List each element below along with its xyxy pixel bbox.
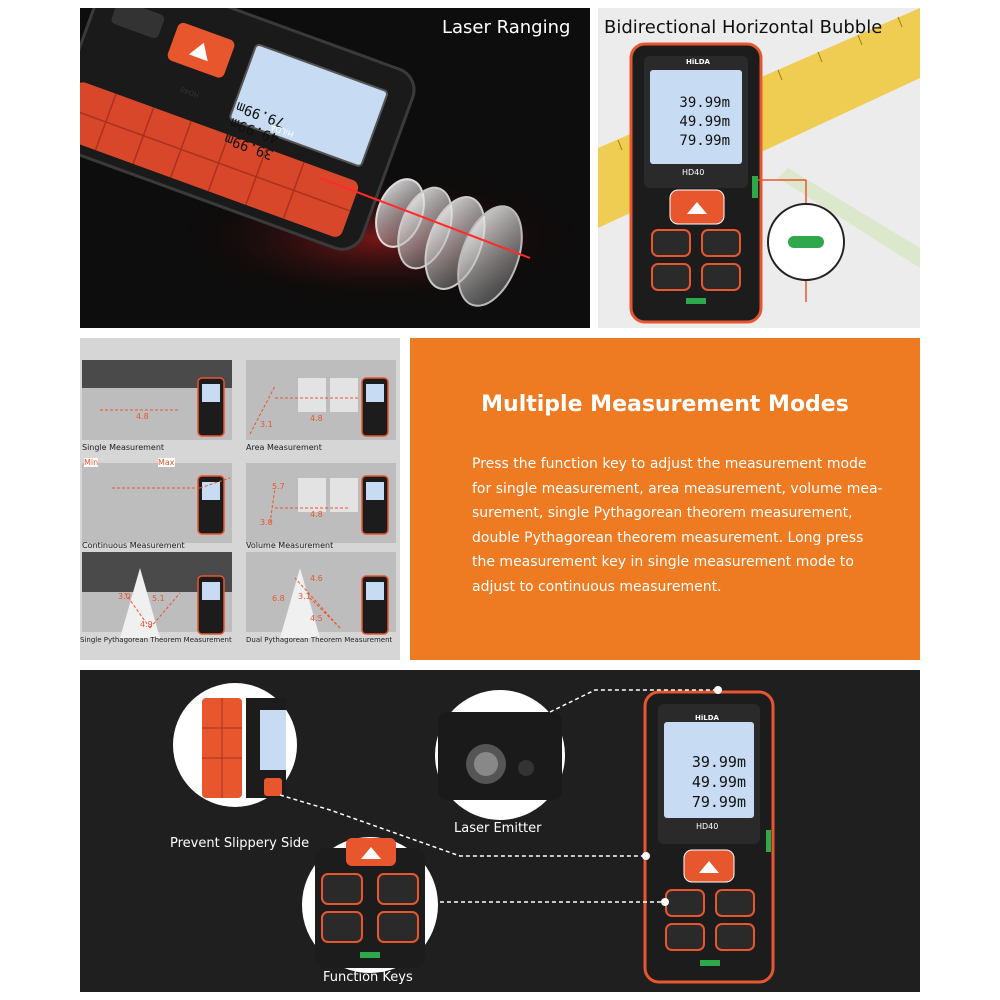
mode-dim: 6.8 bbox=[272, 594, 285, 603]
modes-description: Press the function key to adjust the mea… bbox=[472, 452, 892, 599]
mode-dim: 4.6 bbox=[310, 574, 323, 583]
mode-dim: 3.0 bbox=[118, 592, 131, 601]
feat-device-model: HD40 bbox=[696, 822, 719, 831]
lcd-reading-3: 79.99m bbox=[679, 133, 730, 149]
mode-dim: 3.1 bbox=[298, 592, 311, 601]
mode-dim: 4.8 bbox=[136, 412, 149, 421]
mode-caption-volume: Volume Measurement bbox=[246, 541, 334, 550]
mode-dim: 5.1 bbox=[152, 594, 165, 603]
feat-lcd-readings: 39.99m 49.99m 79.99m bbox=[690, 752, 746, 812]
lcd-reading-2: 49.99m bbox=[691, 773, 746, 791]
laser-device-illustration bbox=[80, 8, 590, 308]
mode-dim: 4.9 bbox=[140, 620, 153, 629]
laser-ranging-title: Laser Ranging bbox=[442, 17, 571, 38]
prevent-slippery-side-label: Prevent Slippery Side bbox=[170, 836, 310, 851]
description-line: adjust to continuous measurement. bbox=[472, 578, 722, 595]
laser-beam bbox=[319, 177, 531, 259]
mode-dim: 4.8 bbox=[310, 414, 323, 423]
mode-dim: Max bbox=[158, 458, 175, 467]
mode-dim: 3.0 bbox=[260, 518, 273, 527]
laser-emitter-label: Laser Emitter bbox=[454, 821, 542, 836]
description-line: the measurement key in single measuremen… bbox=[472, 554, 854, 570]
mode-dim: 4.8 bbox=[310, 510, 323, 519]
mode-caption-area: Area Measurement bbox=[246, 443, 322, 452]
bubble-background-illustration bbox=[598, 8, 920, 328]
lcd-reading-1: 39.99m bbox=[691, 753, 746, 771]
laser-lens-rings bbox=[375, 178, 523, 307]
mode-caption-single-pythagorean: Single Pythagorean Theorem Measurement bbox=[80, 636, 232, 644]
mode-dim: 4.5 bbox=[310, 614, 323, 623]
description-line: double Pythagorean theorem measurement. … bbox=[472, 529, 864, 546]
mode-dim: Min bbox=[84, 458, 99, 467]
description-line: surement, single Pythagorean theorem mea… bbox=[472, 505, 853, 521]
lcd-reading-3: 79.99m bbox=[691, 793, 746, 811]
bubble-panel: HiLDA 39.99m 49.99m 79.99m HD40 Bidirect… bbox=[598, 8, 920, 328]
bubble-device-model: HD40 bbox=[682, 168, 705, 177]
mode-caption-single: Single Measurement bbox=[82, 443, 165, 452]
mode-caption-continuous: Continuous Measurement bbox=[82, 541, 185, 550]
mode-dim: 5.7 bbox=[272, 482, 285, 491]
mode-caption-dual-pythagorean: Dual Pythagorean Theorem Measurement bbox=[246, 636, 393, 644]
measurement-modes-grid: 4.8 3.1 4.8 Min Max 5.7 4.8 3.0 3.0 5.1 … bbox=[80, 338, 400, 660]
laser-ranging-panel: 39.99m 49.99m 79.99m HiLDA HD40 Laser Ra… bbox=[80, 8, 590, 328]
features-panel: HiLDA 39.99m 49.99m 79.99m HD40 Prevent … bbox=[80, 670, 920, 992]
features-illustration bbox=[173, 683, 775, 984]
function-keys-label: Function Keys bbox=[323, 970, 413, 985]
modes-grid-illustration bbox=[80, 338, 400, 660]
description-line: Press the function key to adjust the mea… bbox=[472, 456, 867, 472]
modes-description-panel: Multiple Measurement Modes Press the fun… bbox=[410, 338, 920, 660]
modes-heading: Multiple Measurement Modes bbox=[481, 392, 849, 417]
mode-dim: 3.1 bbox=[260, 420, 273, 429]
bubble-lcd-readings: 39.99m 49.99m 79.99m bbox=[678, 94, 730, 151]
description-line: for single measurement, area measurement… bbox=[472, 480, 883, 497]
bubble-device-brand: HiLDA bbox=[686, 58, 710, 66]
bubble-title: Bidirectional Horizontal Bubble bbox=[604, 17, 883, 38]
lcd-reading-1: 39.99m bbox=[679, 95, 730, 111]
lcd-reading-2: 49.99m bbox=[679, 114, 730, 130]
feat-device-brand: HiLDA bbox=[695, 714, 719, 722]
